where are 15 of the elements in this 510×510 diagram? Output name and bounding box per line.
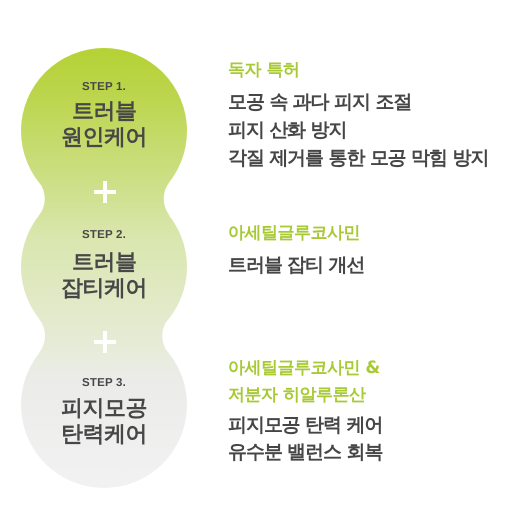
benefit-text: 유수분 밸런스 회복 xyxy=(228,440,382,465)
benefit-text: 피지 산화 방지 xyxy=(228,118,346,143)
subheading: 아세틸글루코사민 xyxy=(228,222,360,244)
benefit-text: 트러블 잡티 개선 xyxy=(228,253,364,278)
subheading: 독자 특허 xyxy=(228,58,300,82)
step-title: 피지모공 탄력케어 xyxy=(60,396,148,448)
step-title: 트러블 잡티케어 xyxy=(60,250,148,302)
benefit-text: 모공 속 과다 피지 조절 xyxy=(228,90,412,115)
step-label: STEP 1. xyxy=(82,80,126,94)
step-title: 트러블 원인케어 xyxy=(60,98,148,150)
subheading: 아세틸글루코사민 & 저분자 히알루론산 xyxy=(228,356,381,406)
benefit-text: 각질 제거를 통한 모공 막힘 방지 xyxy=(228,146,488,171)
step-label: STEP 2. xyxy=(82,228,126,242)
step-label: STEP 3. xyxy=(82,376,126,390)
benefit-text: 피지모공 탄력 케어 xyxy=(228,413,382,438)
